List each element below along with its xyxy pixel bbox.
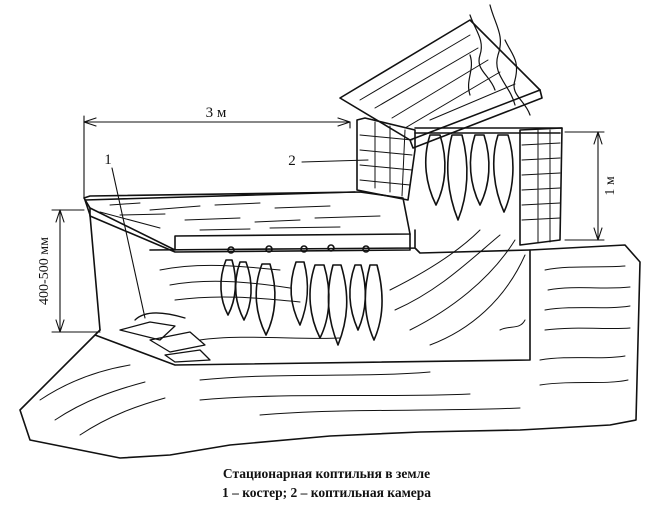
board-hooks bbox=[227, 244, 370, 254]
ground-hatching bbox=[39, 265, 631, 436]
smoke-icon bbox=[467, 4, 531, 116]
fish-icon bbox=[220, 259, 383, 346]
chamber-roof bbox=[339, 19, 541, 141]
dim-width-line bbox=[83, 115, 351, 199]
campfire-icon bbox=[119, 312, 211, 363]
chamber-right-wall bbox=[519, 127, 563, 246]
board-hatching bbox=[99, 202, 381, 231]
depth-label: 400-500 мм bbox=[37, 237, 52, 305]
trench-outline bbox=[84, 191, 531, 331]
smoke-flow bbox=[159, 229, 526, 346]
height-label: 1 м bbox=[603, 176, 618, 196]
brick-lines bbox=[359, 121, 561, 244]
crossbar bbox=[414, 127, 563, 134]
dim-height-line bbox=[564, 131, 605, 241]
roof-hatching bbox=[359, 34, 516, 129]
fish-icon bbox=[424, 134, 514, 221]
caption-legend: 1 – костер; 2 – коптильная камера bbox=[221, 485, 432, 500]
marker-chamber-label: 2 bbox=[288, 153, 296, 169]
dim-depth-line bbox=[51, 209, 101, 333]
marker-fire-leader bbox=[111, 167, 146, 319]
marker-chamber-leader bbox=[301, 159, 369, 163]
width-label: 3 м bbox=[206, 105, 227, 121]
chamber-left-wall bbox=[356, 117, 416, 201]
marker-fire-label: 1 bbox=[104, 152, 112, 168]
caption-title: Стационарная коптильня в земле bbox=[222, 466, 431, 481]
